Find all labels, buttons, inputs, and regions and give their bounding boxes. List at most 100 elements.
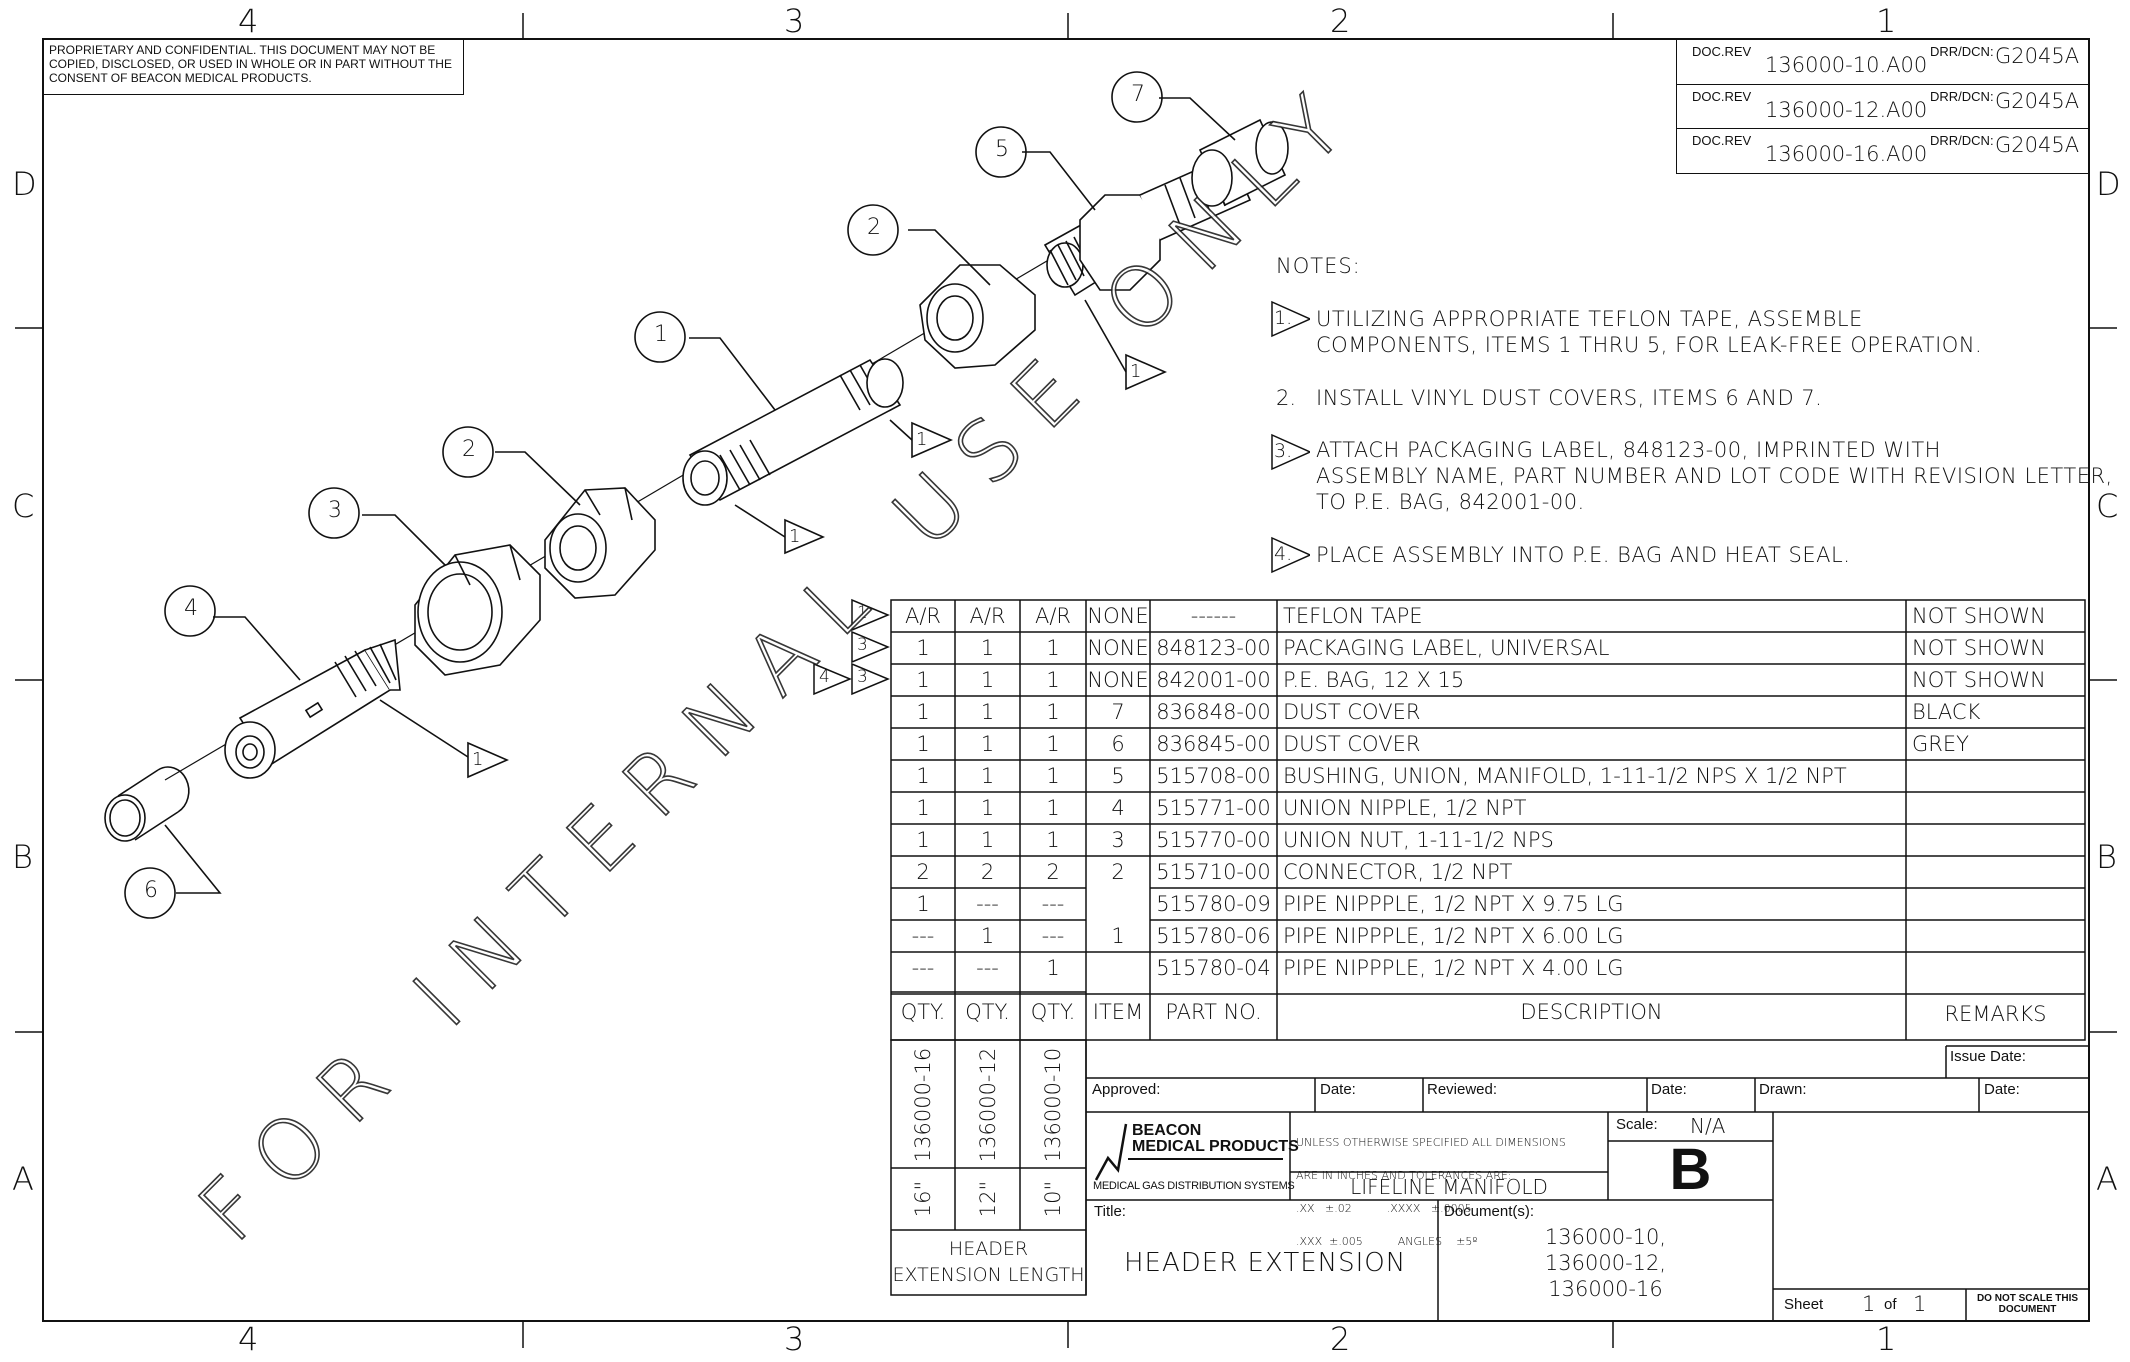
note-line: UTILIZING APPROPRIATE TEFLON TAPE, ASSEM… [1316,307,1863,331]
bom-cell-desc: UNION NIPPLE, 1/2 NPT [1283,796,1527,820]
zone-row-label: B [2096,838,2117,876]
company-logo-mark [1094,1123,1283,1181]
bom-cell-q12: 1 [980,732,995,756]
bom-cell-remarks: NOT SHOWN [1912,604,2046,628]
note-flag-triangle [1271,300,1310,338]
bom-cell-q10: 1 [1046,828,1060,852]
do-not-scale-note: DO NOT SCALE THIS DOCUMENT [1966,1293,2089,1315]
note-line: ASSEMBLY NAME, PART NUMBER AND LOT CODE … [1316,464,2113,488]
bom-cell-q12: 1 [980,924,995,948]
bom-header-part: PART NO. [1165,1000,1262,1024]
union-nut-3-part [414,544,541,676]
item-balloon [847,204,899,256]
bom-cell-remarks: GREY [1912,732,1969,756]
balloon-label: 6 [144,878,158,903]
bom-cell-item: 5 [1111,764,1125,788]
company-name: BEACON MEDICAL PRODUCTS [1132,1123,1299,1155]
revision-row: DOC.REV 136000-12.A00 DRR/DCN: G2045A [1677,84,2089,129]
bom-note-flag: 4 [819,667,830,687]
item-balloon [164,585,216,637]
dcn-value: G2045A [1995,89,2080,113]
bom-cell-q16: 1 [916,764,930,788]
zone-col-label: 4 [238,2,259,40]
bom-header-remarks: REMARKS [1944,1002,2047,1026]
note-flag-leader [889,419,913,441]
dcn-label: DRR/DCN: [1930,89,1994,104]
tolerance-line: UNLESS OTHERWISE SPECIFIED ALL DIMENSION… [1296,1136,1566,1149]
bom-cell-desc: DUST COVER [1283,700,1421,724]
tolerance-line: .XX ±.02 .XXXX ±.0005 [1296,1202,1472,1215]
bom-cell-desc: P.E. BAG, 12 X 15 [1283,668,1465,692]
bom-cell-part: ------ [1190,604,1237,628]
bom-cell-q10: --- [1041,924,1065,948]
sheet-label: Sheet [1784,1296,1824,1313]
sheet-number: 1 [1862,1292,1876,1316]
bom-cell-item: 6 [1111,732,1125,756]
zone-col-label: 1 [1876,2,1897,40]
balloon-label: 1 [654,322,668,347]
note-text: UTILIZING APPROPRIATE TEFLON TAPE, ASSEM… [1316,306,1982,358]
reviewed-label: Reviewed: [1427,1081,1498,1098]
bom-cell-part: 836848-00 [1156,700,1271,724]
balloon-leader [908,229,991,286]
sheet-of-label: of [1884,1296,1897,1313]
note-flag-leader [379,699,469,758]
bom-cell-q12: 1 [980,668,995,692]
note-flag-triangle [467,741,510,779]
bom-cell-part: 515771-00 [1156,796,1271,820]
doc-rev-label: DOC.REV [1692,44,1752,59]
bom-header-qty: QTY. [965,1000,1010,1024]
bom-cell-part: 515780-09 [1156,892,1271,916]
dust-cover-7-part [1191,118,1289,207]
zone-col-label: 3 [784,2,805,40]
scale-label: Scale: [1616,1116,1658,1133]
bom-cell-q16: 1 [916,668,930,692]
title-label: Title: [1094,1203,1126,1220]
note-number: 3. [1274,440,1293,462]
bom-cell-q16: --- [911,956,935,980]
bom-cell-q10: 1 [1046,796,1060,820]
length-caption-line: HEADER [948,1238,1029,1260]
note-text: PLACE ASSEMBLY INTO P.E. BAG AND HEAT SE… [1316,542,1850,568]
note-flag-triangle [784,518,826,555]
bom-cell-q16: 1 [916,700,930,724]
tolerance-line: ARE IN INCHES AND TOLERANCES ARE: [1296,1169,1512,1182]
tolerance-line: .XXX ±.005 ANGLES ±5º [1296,1235,1478,1248]
bom-cell-q16: 1 [916,732,930,756]
bom-cell-part: 848123-00 [1156,636,1271,660]
note-flag-triangle [1271,433,1310,471]
bom-cell-item: 4 [1111,796,1125,820]
bom-cell-part: 515780-04 [1156,956,1271,980]
doc-rev-label: DOC.REV [1692,133,1752,148]
bom-cell-part: 515710-00 [1156,860,1271,884]
bom-cell-q12: 1 [980,796,995,820]
documents-list: 136000-10, 136000-12, 136000-16 [1438,1224,1773,1302]
item-balloon [442,426,494,478]
connector-2-upper-part [919,264,1036,369]
doc-rev-value: 136000-10.A00 [1765,53,1928,77]
note-flag-label: 1 [472,749,484,770]
note-flag-leader [1084,299,1127,373]
bom-cell-q12: --- [976,956,999,980]
bom-note-flag: 3 [857,667,868,687]
zone-col-label: 1 [1876,1320,1897,1358]
issue-date-label: Issue Date: [1950,1048,2026,1065]
bom-cell-q12: 2 [980,860,995,884]
bom-cell-item: NONE [1087,604,1149,628]
bom-cell-part: 515780-06 [1156,924,1271,948]
bom-header-qty: QTY. [900,1000,946,1024]
zone-col-label: 3 [784,1320,805,1358]
zone-col-label: 2 [1330,1320,1351,1358]
connector-2-lower-part [544,487,656,599]
note-number: 1. [1274,307,1293,329]
bom-cell-q16: 1 [916,636,930,660]
